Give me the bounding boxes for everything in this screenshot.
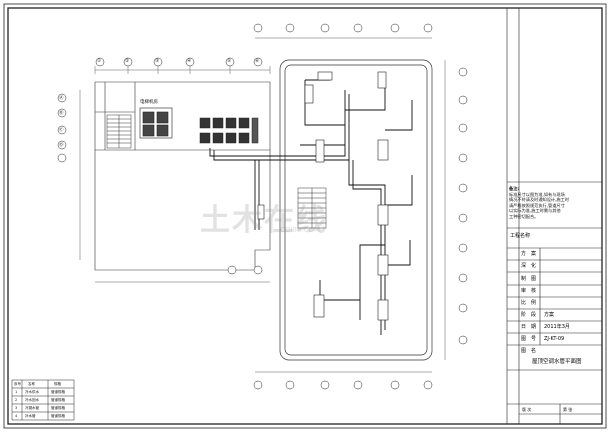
grid-label-3: ③ bbox=[155, 59, 160, 64]
tb-row-label: 审 核 bbox=[521, 288, 537, 294]
grid-label-d: Ⓓ bbox=[59, 143, 64, 148]
notes-line: 工种密切配合。 bbox=[509, 213, 539, 219]
title-block-frame bbox=[506, 8, 602, 424]
tb-stage-value: 方案 bbox=[544, 312, 555, 318]
grid-label-b: Ⓑ bbox=[59, 111, 64, 116]
grid-label-1: ① bbox=[97, 59, 102, 64]
tb-date-value: 2011年3月 bbox=[544, 324, 570, 330]
legend-cell: 冷水回水 bbox=[25, 398, 39, 402]
grid-bubbles-top bbox=[95, 23, 433, 67]
grid-label-5: ⑤ bbox=[227, 59, 232, 64]
notes-label: 备注: bbox=[509, 186, 520, 191]
grid-label-c: Ⓒ bbox=[59, 128, 64, 133]
legend-cell: 1 bbox=[15, 390, 18, 394]
notes-line: 标准尺寸以图为准,如有与现场 bbox=[509, 191, 565, 197]
tb-row-label: 方 案 bbox=[521, 251, 537, 257]
legend-header: 名称 bbox=[28, 382, 35, 386]
tb-drawing-number: ZJ-KT-09 bbox=[544, 336, 565, 342]
notes-line: 请严格按照规范执行,管道尺寸 bbox=[509, 202, 565, 208]
legend-cell: 补水管 bbox=[25, 414, 36, 418]
watermark: 土木在线 bbox=[200, 203, 328, 238]
tb-name-label: 图 名 bbox=[521, 348, 537, 354]
elevator-room bbox=[139, 107, 173, 139]
legend-cell: 管道规格 bbox=[51, 406, 65, 410]
notes-line: 情况不符请及时通知设计,施工时 bbox=[509, 197, 569, 203]
chiller-units bbox=[199, 117, 259, 144]
legend-table bbox=[11, 379, 75, 421]
legend-cell: 2 bbox=[15, 398, 18, 402]
tb-row-label: 制 图 bbox=[521, 276, 537, 282]
legend-cell: 管道规格 bbox=[51, 390, 65, 394]
building-outline-left bbox=[94, 81, 271, 271]
notes-line: 以实际为准,施工时需与其他 bbox=[509, 208, 561, 214]
legend-cell: 管道规格 bbox=[51, 398, 65, 402]
notes-block: 备注: 标准尺寸以图为准,如有与现场 情况不符请及时通知设计,施工时 请严格按照… bbox=[509, 186, 605, 220]
stair-center bbox=[297, 187, 327, 229]
equipment-boxes bbox=[257, 71, 389, 321]
legend-cell: 3 bbox=[15, 406, 18, 410]
tb-row-label: 日 期 bbox=[521, 324, 537, 330]
building-outline-main bbox=[279, 59, 433, 361]
project-label: 工程名称 bbox=[510, 233, 531, 239]
dimension-lines bbox=[79, 37, 446, 373]
grid-label-6: ⑥ bbox=[255, 59, 260, 64]
tb-footer-right: 第 张 bbox=[563, 407, 573, 412]
tb-footer-left: 版 次 bbox=[522, 407, 532, 412]
tb-row-label: 阶 段 bbox=[521, 312, 537, 318]
legend-cell: 4 bbox=[15, 414, 18, 418]
room-label: 电梯机房 bbox=[140, 100, 158, 105]
legend-cell: 冷凝水管 bbox=[25, 406, 39, 410]
legend-cell: 冷水供水 bbox=[25, 390, 39, 394]
legend-header: 序号 bbox=[14, 382, 21, 386]
watermark-sub: COI88.COM bbox=[280, 226, 321, 234]
grid-label-4: ④ bbox=[187, 59, 192, 64]
grid-label-a: Ⓐ bbox=[59, 96, 64, 101]
drawing-title: 屋顶空调水管平面图 bbox=[532, 359, 582, 365]
legend-cell: 管道规格 bbox=[51, 414, 65, 418]
stair-left bbox=[106, 114, 132, 149]
grid-label-2: ② bbox=[125, 59, 130, 64]
tb-row-label: 深 化 bbox=[521, 263, 537, 269]
grid-bubbles-side bbox=[57, 67, 468, 390]
tb-row-label: 比 例 bbox=[521, 300, 537, 306]
legend-header: 规格 bbox=[54, 382, 61, 386]
tb-row-label: 图 号 bbox=[521, 336, 537, 342]
